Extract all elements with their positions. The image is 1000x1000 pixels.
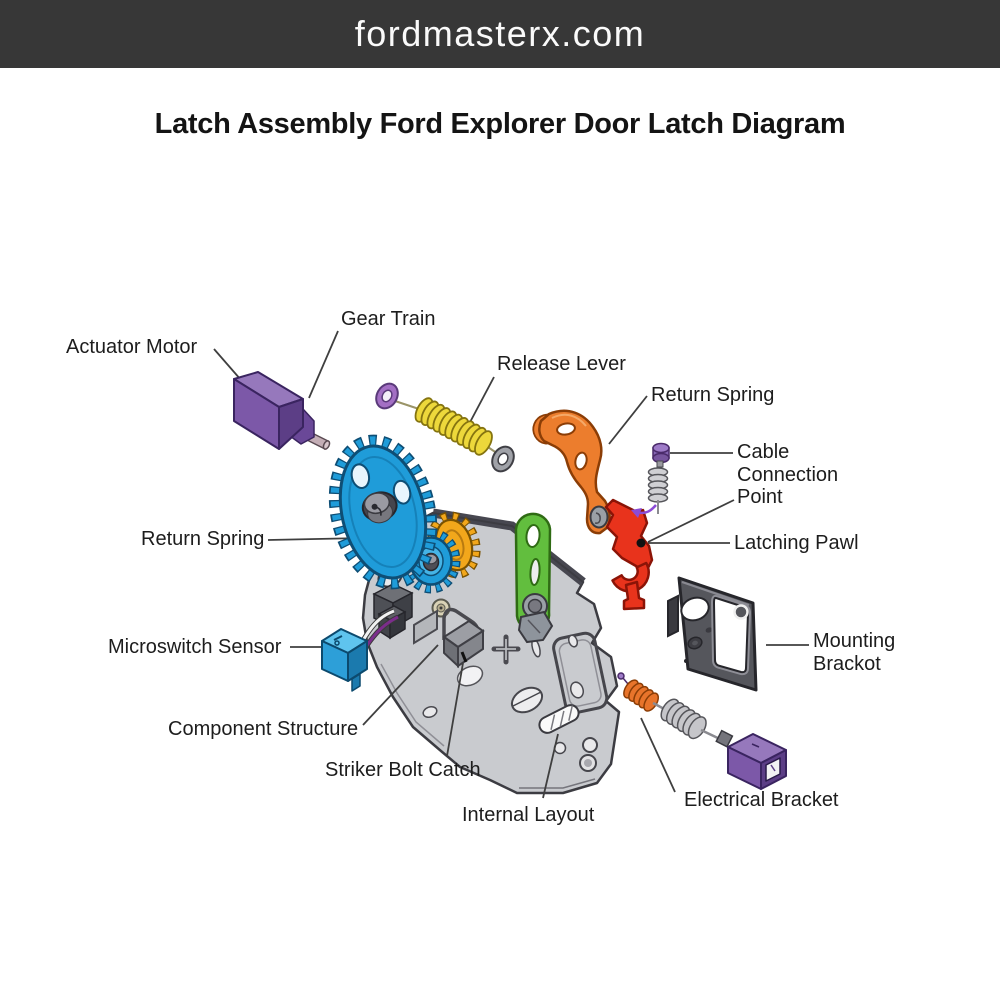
orange-lever-hole-1 [556, 422, 576, 436]
label-mounting-bracket: Mounting Brackot [813, 630, 896, 675]
latch-body-outline-redraw [432, 512, 584, 583]
label-cable-connection-point: Cable Connection Point [737, 441, 839, 508]
body-plus-hole-inner [496, 639, 516, 660]
bracket-corner-hole [733, 604, 749, 620]
body-striker-slot [538, 704, 580, 734]
latch-body-inner-edge [380, 663, 445, 747]
electrical-bracket-part [617, 672, 787, 790]
green-lever-fork [517, 610, 554, 644]
body-hole-r2 [569, 681, 585, 699]
leader-internal-layout [542, 733, 559, 799]
cable-arrow [639, 504, 657, 515]
leader-return-spring-right [608, 395, 648, 445]
green-lever-hole [525, 524, 541, 548]
orange-lever-part [532, 409, 611, 535]
body-bore-inner [584, 759, 592, 767]
body-hole-b1 [582, 737, 598, 753]
leader-electrical-bracket [640, 717, 676, 793]
cable-connection-part [631, 442, 670, 518]
body-oval-lowleft [422, 705, 438, 719]
site-name: fordmasterx.com [354, 13, 646, 54]
label-return-spring-right: Return Spring [651, 384, 775, 406]
label-gear-train: Gear Train [341, 308, 436, 330]
label-internal-layout: Internal Layout [462, 804, 595, 826]
latch-body-bottom-edge [519, 778, 596, 789]
release-lever-part [375, 382, 515, 473]
striker-wedge-tick [460, 651, 468, 663]
green-lever-slot [529, 558, 541, 586]
label-microswitch-sensor: Microswitch Sensor [108, 636, 282, 658]
gear-hole-1 [350, 463, 371, 490]
label-striker-bolt-catch: Striker Bolt Catch [325, 759, 481, 781]
latching-pawl-dot [636, 538, 646, 548]
body-slot-left [413, 609, 438, 645]
green-lever-part [514, 512, 554, 644]
label-release-lever: Release Lever [497, 353, 626, 375]
mounting-bracket-part [667, 576, 758, 692]
leader-release-lever [467, 376, 495, 427]
body-oval-left [456, 665, 484, 687]
washer-gray [491, 445, 515, 473]
body-washer-dot [439, 606, 443, 610]
leader-actuator-motor [213, 348, 242, 381]
orange-lever-hole-2 [574, 451, 588, 471]
site-header: fordmasterx.com [0, 0, 1000, 68]
washer-purple [375, 382, 399, 410]
label-return-spring-left: Return Spring [141, 528, 265, 550]
electrical-connector [727, 733, 787, 790]
leader-cable-point [647, 499, 735, 543]
microswitch-part [321, 628, 368, 692]
leader-lines-over [362, 499, 735, 799]
body-oval-chord-line [512, 691, 542, 707]
actuator-motor-part [233, 371, 331, 450]
gear-hole-2 [392, 479, 412, 505]
leader-gear-train [308, 330, 339, 399]
label-electrical-bracket: Electrical Bracket [684, 789, 839, 811]
leader-striker-bolt [446, 662, 464, 757]
orange-lever-pivot [589, 505, 609, 529]
label-component-structure: Component Structure [168, 718, 359, 740]
label-actuator-motor: Actuator Motor [66, 336, 198, 358]
label-latching-pawl: Latching Pawl [734, 532, 859, 554]
latching-pawl-part [604, 498, 654, 611]
bracket-dimple [705, 627, 713, 633]
body-hole-r1 [567, 634, 579, 648]
leader-component-structure [362, 644, 439, 726]
page-title: Latch Assembly Ford Explorer Door Latch … [154, 108, 846, 140]
bracket-hole-big [680, 596, 710, 622]
